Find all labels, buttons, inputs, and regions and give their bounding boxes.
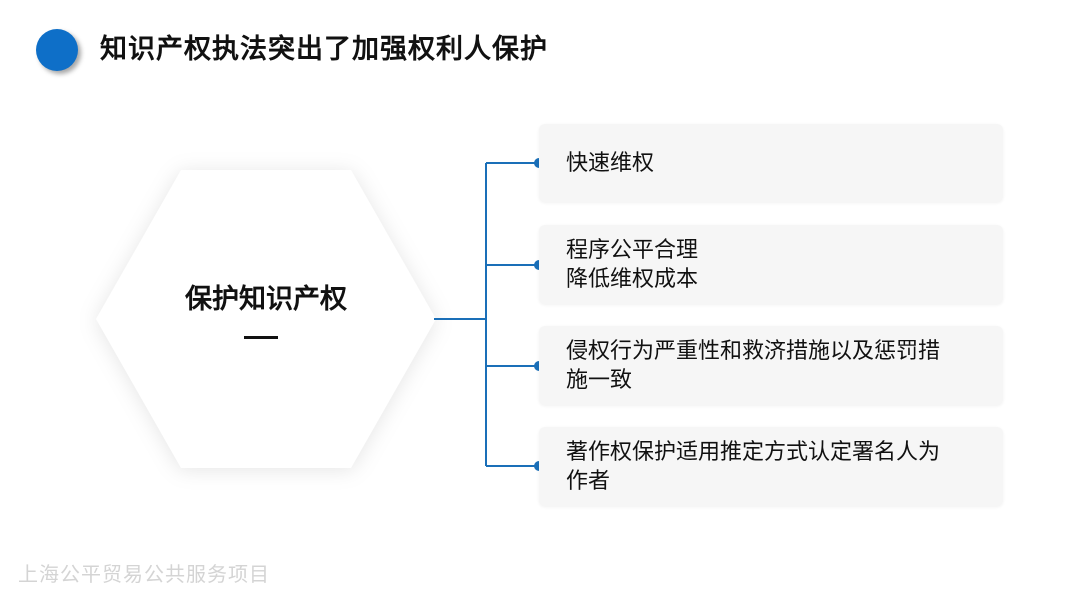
center-label: 保护知识产权 [185,284,347,315]
card-2: 程序公平合理 降低维权成本 [539,225,1003,304]
card-3: 侵权行为严重性和救济措施以及惩罚措 施一致 [539,326,1003,405]
card-3-text: 侵权行为严重性和救济措施以及惩罚措 施一致 [566,337,940,395]
card-4: 著作权保护适用推定方式认定署名人为 作者 [539,427,1003,506]
center-underline [244,336,278,339]
card-1: 快速维权 [539,124,1003,202]
card-4-line-1: 著作权保护适用推定方式认定署名人为 [566,439,941,465]
card-1-line-1: 快速维权 [566,150,655,176]
card-3-line-2: 施一致 [566,367,633,393]
card-2-line-2: 降低维权成本 [566,266,699,292]
center-hexagon [96,170,436,468]
card-2-text: 程序公平合理 降低维权成本 [566,236,698,294]
title-bullet-icon [36,29,78,71]
card-4-text: 著作权保护适用推定方式认定署名人为 作者 [566,438,940,496]
card-2-line-1: 程序公平合理 [566,237,699,263]
footer-text: 上海公平贸易公共服务项目 [18,562,270,586]
card-1-text: 快速维权 [566,149,654,178]
card-4-line-2: 作者 [566,468,611,494]
card-3-line-1: 侵权行为严重性和救济措施以及惩罚措 [566,338,941,364]
page-title: 知识产权执法突出了加强权利人保护 [100,34,548,65]
